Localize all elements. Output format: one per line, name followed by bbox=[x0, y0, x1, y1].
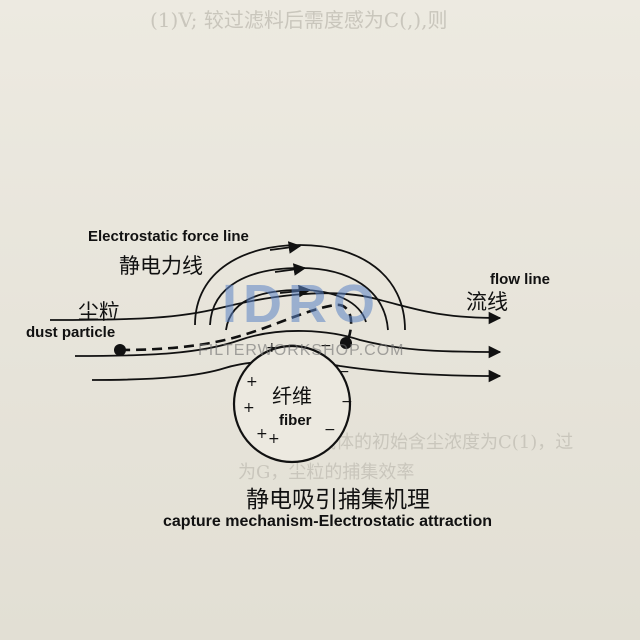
background-text-line2: 设气体的初始含尘浓度为C(1)，过 bbox=[300, 432, 574, 453]
fiber-charges: + + + + + − − − − bbox=[243, 338, 353, 447]
charge-minus: − bbox=[338, 364, 350, 380]
charge-minus: − bbox=[320, 338, 332, 354]
charge-plus: + bbox=[268, 431, 280, 447]
watermark-logo: IDRO bbox=[222, 274, 381, 334]
charge-plus: + bbox=[256, 426, 268, 442]
fiber-circle bbox=[232, 344, 352, 464]
title-zh: 静电吸引捕集机理 bbox=[246, 487, 430, 513]
watermark-site: FILTERWORKSHOP.COM bbox=[198, 342, 405, 359]
fiber-label-zh: 纤维 bbox=[272, 384, 312, 408]
flow-line-label-zh: 流线 bbox=[466, 290, 508, 314]
charge-minus: − bbox=[324, 422, 336, 438]
charge-plus: + bbox=[243, 400, 255, 416]
flow-line-label-en: flow line bbox=[490, 271, 550, 288]
flow-line-2 bbox=[74, 330, 502, 359]
force-line-inner-arrow bbox=[279, 284, 312, 298]
dust-particle-start bbox=[114, 344, 126, 356]
background-text-line3: 为G，尘粒的捕集效率 bbox=[238, 462, 415, 483]
dust-particle-captured bbox=[340, 337, 352, 349]
title-en: capture mechanism-Electrostatic attracti… bbox=[163, 513, 492, 530]
dust-label-zh: 尘粒 bbox=[78, 300, 120, 324]
charge-plus: + bbox=[266, 340, 278, 356]
background-text-line1: (1)V; 较过滤料后需度感为C(,),则 bbox=[150, 8, 448, 32]
charge-plus: + bbox=[246, 374, 258, 390]
fiber-label-en: fiber bbox=[279, 412, 312, 429]
force-line-label-en: Electrostatic force line bbox=[88, 228, 249, 245]
charge-minus: − bbox=[341, 394, 353, 410]
flow-line-1 bbox=[49, 292, 502, 325]
force-line-label-zh: 静电力线 bbox=[119, 254, 203, 278]
electrostatic-force-lines bbox=[194, 241, 406, 331]
force-line-outer-arrow bbox=[269, 241, 302, 254]
dust-label-en: dust particle bbox=[26, 324, 116, 341]
force-line-middle-arrow bbox=[274, 263, 307, 276]
